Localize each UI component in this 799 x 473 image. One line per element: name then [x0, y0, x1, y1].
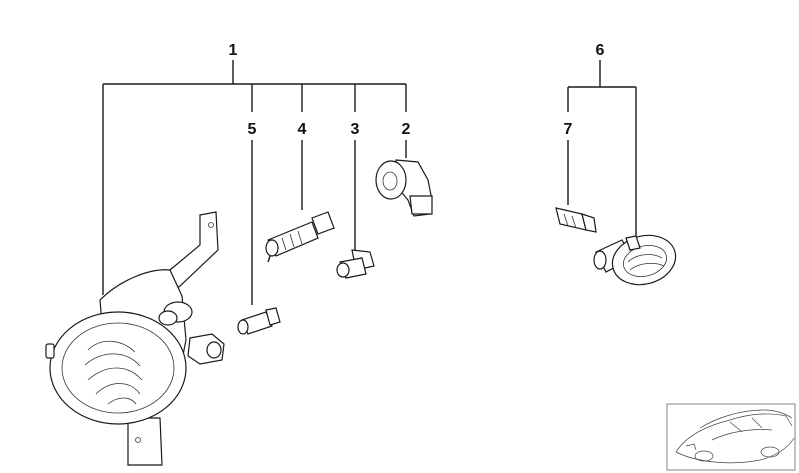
- vehicle-location-thumbnail-icon: [666, 403, 796, 471]
- wedge-bulb-socket-icon: [336, 249, 375, 279]
- indicator-bulb-icon: [555, 207, 597, 233]
- callout-5: 5: [248, 121, 257, 138]
- callout-2: 2: [402, 121, 411, 138]
- callout-6: 6: [596, 42, 605, 59]
- callout-4: 4: [298, 121, 307, 138]
- bulb-socket-icon: [375, 159, 433, 217]
- fog-lamp-assembly-icon: [45, 211, 225, 466]
- small-wedge-bulb-icon: [237, 307, 281, 335]
- halogen-bulb-icon: [265, 211, 335, 263]
- leader-lines-group-1: [102, 60, 407, 305]
- callout-7: 7: [564, 121, 573, 138]
- side-indicator-lamp-icon: [593, 234, 677, 286]
- leader-lines-group-6: [567, 60, 637, 236]
- callout-1: 1: [229, 42, 238, 59]
- callout-3: 3: [351, 121, 360, 138]
